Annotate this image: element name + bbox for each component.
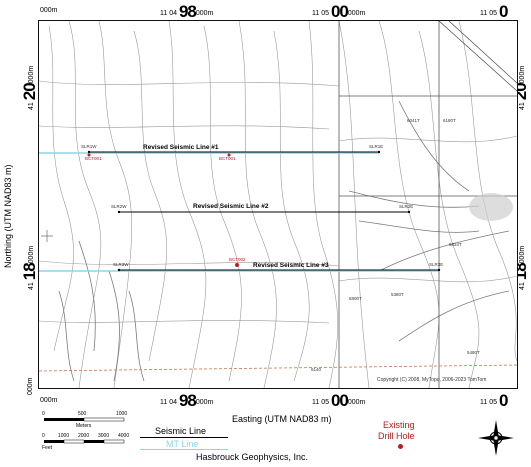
contour-lines bbox=[39, 21, 517, 388]
drill-hole-icon bbox=[398, 444, 403, 449]
topo-map bbox=[39, 21, 517, 388]
scale-feet-4000: 4000 bbox=[118, 433, 130, 439]
contour-label-1: 6041T bbox=[407, 118, 420, 123]
seismic-endpoints bbox=[87, 150, 441, 272]
scale-feet-3000: 3000 bbox=[98, 433, 110, 439]
x-tick-top-2: 11 04 98000m bbox=[160, 2, 214, 21]
legend-credit: Hasbrouck Geophysics, Inc. bbox=[196, 452, 309, 462]
seismic-line-1-label: Revised Seismic Line #1 bbox=[143, 144, 219, 151]
y-axis-label: Northing (UTM NAD83 m) bbox=[3, 164, 13, 268]
scale-bar-graphic bbox=[44, 417, 125, 444]
scale-bar: 0 500 1000 Meters 0 1000 2000 3000 4000 … bbox=[40, 411, 130, 453]
north-arrow-icon bbox=[476, 418, 516, 458]
scale-feet-2000: 2000 bbox=[78, 433, 90, 439]
x-tick-top-3: 11 05 00000m bbox=[312, 2, 366, 21]
seismic-line-2-label: Revised Seismic Line #2 bbox=[193, 203, 269, 210]
x-tick-bottom-4: 11 05 0 bbox=[480, 391, 508, 410]
seismic-line-1-west-label: SLR1W bbox=[81, 144, 97, 149]
alluvial-fan bbox=[469, 193, 513, 221]
drill-hole-label-2: BCT001 bbox=[219, 156, 236, 161]
legend-drill-hole-line1: Existing bbox=[383, 420, 415, 430]
seismic-line-3-label: Revised Seismic Line #3 bbox=[253, 262, 329, 269]
legend-seismic-swatch bbox=[140, 437, 228, 438]
scale-meters-1000: 1000 bbox=[116, 411, 128, 417]
y-tick-left-1: 41 20000m bbox=[20, 65, 39, 110]
x-tick-top-1: 000m bbox=[40, 7, 58, 14]
y-tick-left-3: 000m bbox=[27, 377, 34, 395]
crosshair bbox=[41, 230, 53, 242]
x-tick-bottom-3: 11 05 00000m bbox=[312, 391, 366, 410]
contour-label-4: 5800T bbox=[349, 296, 362, 301]
section-lines bbox=[338, 21, 517, 388]
contour-label-7: 6140 bbox=[311, 367, 322, 372]
scale-meters-unit: Meters bbox=[76, 423, 92, 429]
drill-hole-label-1: BCT001 bbox=[85, 156, 102, 161]
seismic-line-3-west-label: SLR3W bbox=[113, 262, 129, 267]
seismic-line-2-east-label: SLR2E bbox=[399, 204, 414, 209]
contour-label-6: 5480T bbox=[467, 350, 480, 355]
legend-drill-hole-line2: Drill Hole bbox=[378, 431, 415, 441]
legend-mt-swatch bbox=[140, 449, 228, 450]
road-lines bbox=[438, 21, 517, 92]
drainage-channels bbox=[58, 100, 510, 382]
y-tick-left-2: 41 18000m bbox=[20, 245, 39, 290]
survey-road bbox=[39, 364, 517, 372]
scale-feet-1000: 1000 bbox=[58, 433, 70, 439]
seismic-line-3-east-label: SLR3E bbox=[429, 262, 444, 267]
seismic-line-1-east-label: SLR1E bbox=[369, 144, 384, 149]
legend-mt-label: MT Line bbox=[166, 439, 199, 449]
x-axis-label: Easting (UTM NAD83 m) bbox=[232, 414, 332, 424]
legend-seismic-label: Seismic Line bbox=[155, 426, 207, 436]
drill-hole-label-3: BCT002 bbox=[229, 257, 246, 262]
scale-meters-0: 0 bbox=[42, 411, 45, 417]
scale-feet-0: 0 bbox=[42, 433, 45, 439]
drill-holes bbox=[87, 153, 239, 267]
copyright-text: Copyright (C) 2008, MyTopo, 2006-2023 To… bbox=[377, 377, 487, 383]
x-tick-bottom-1: 000m bbox=[40, 397, 58, 404]
contour-label-5: 5834T bbox=[449, 242, 462, 247]
map-frame: Revised Seismic Line #1 Revised Seismic … bbox=[38, 20, 518, 389]
contour-label-2: 6180T bbox=[443, 118, 456, 123]
seismic-line-2-west-label: SLR2W bbox=[111, 204, 127, 209]
x-tick-top-4: 11 05 0 bbox=[480, 2, 508, 21]
scale-meters-500: 500 bbox=[78, 411, 87, 417]
x-tick-bottom-2: 11 04 98000m bbox=[160, 391, 214, 410]
contour-label-3: 5380T bbox=[391, 292, 404, 297]
scale-feet-unit: Feet bbox=[42, 445, 53, 451]
